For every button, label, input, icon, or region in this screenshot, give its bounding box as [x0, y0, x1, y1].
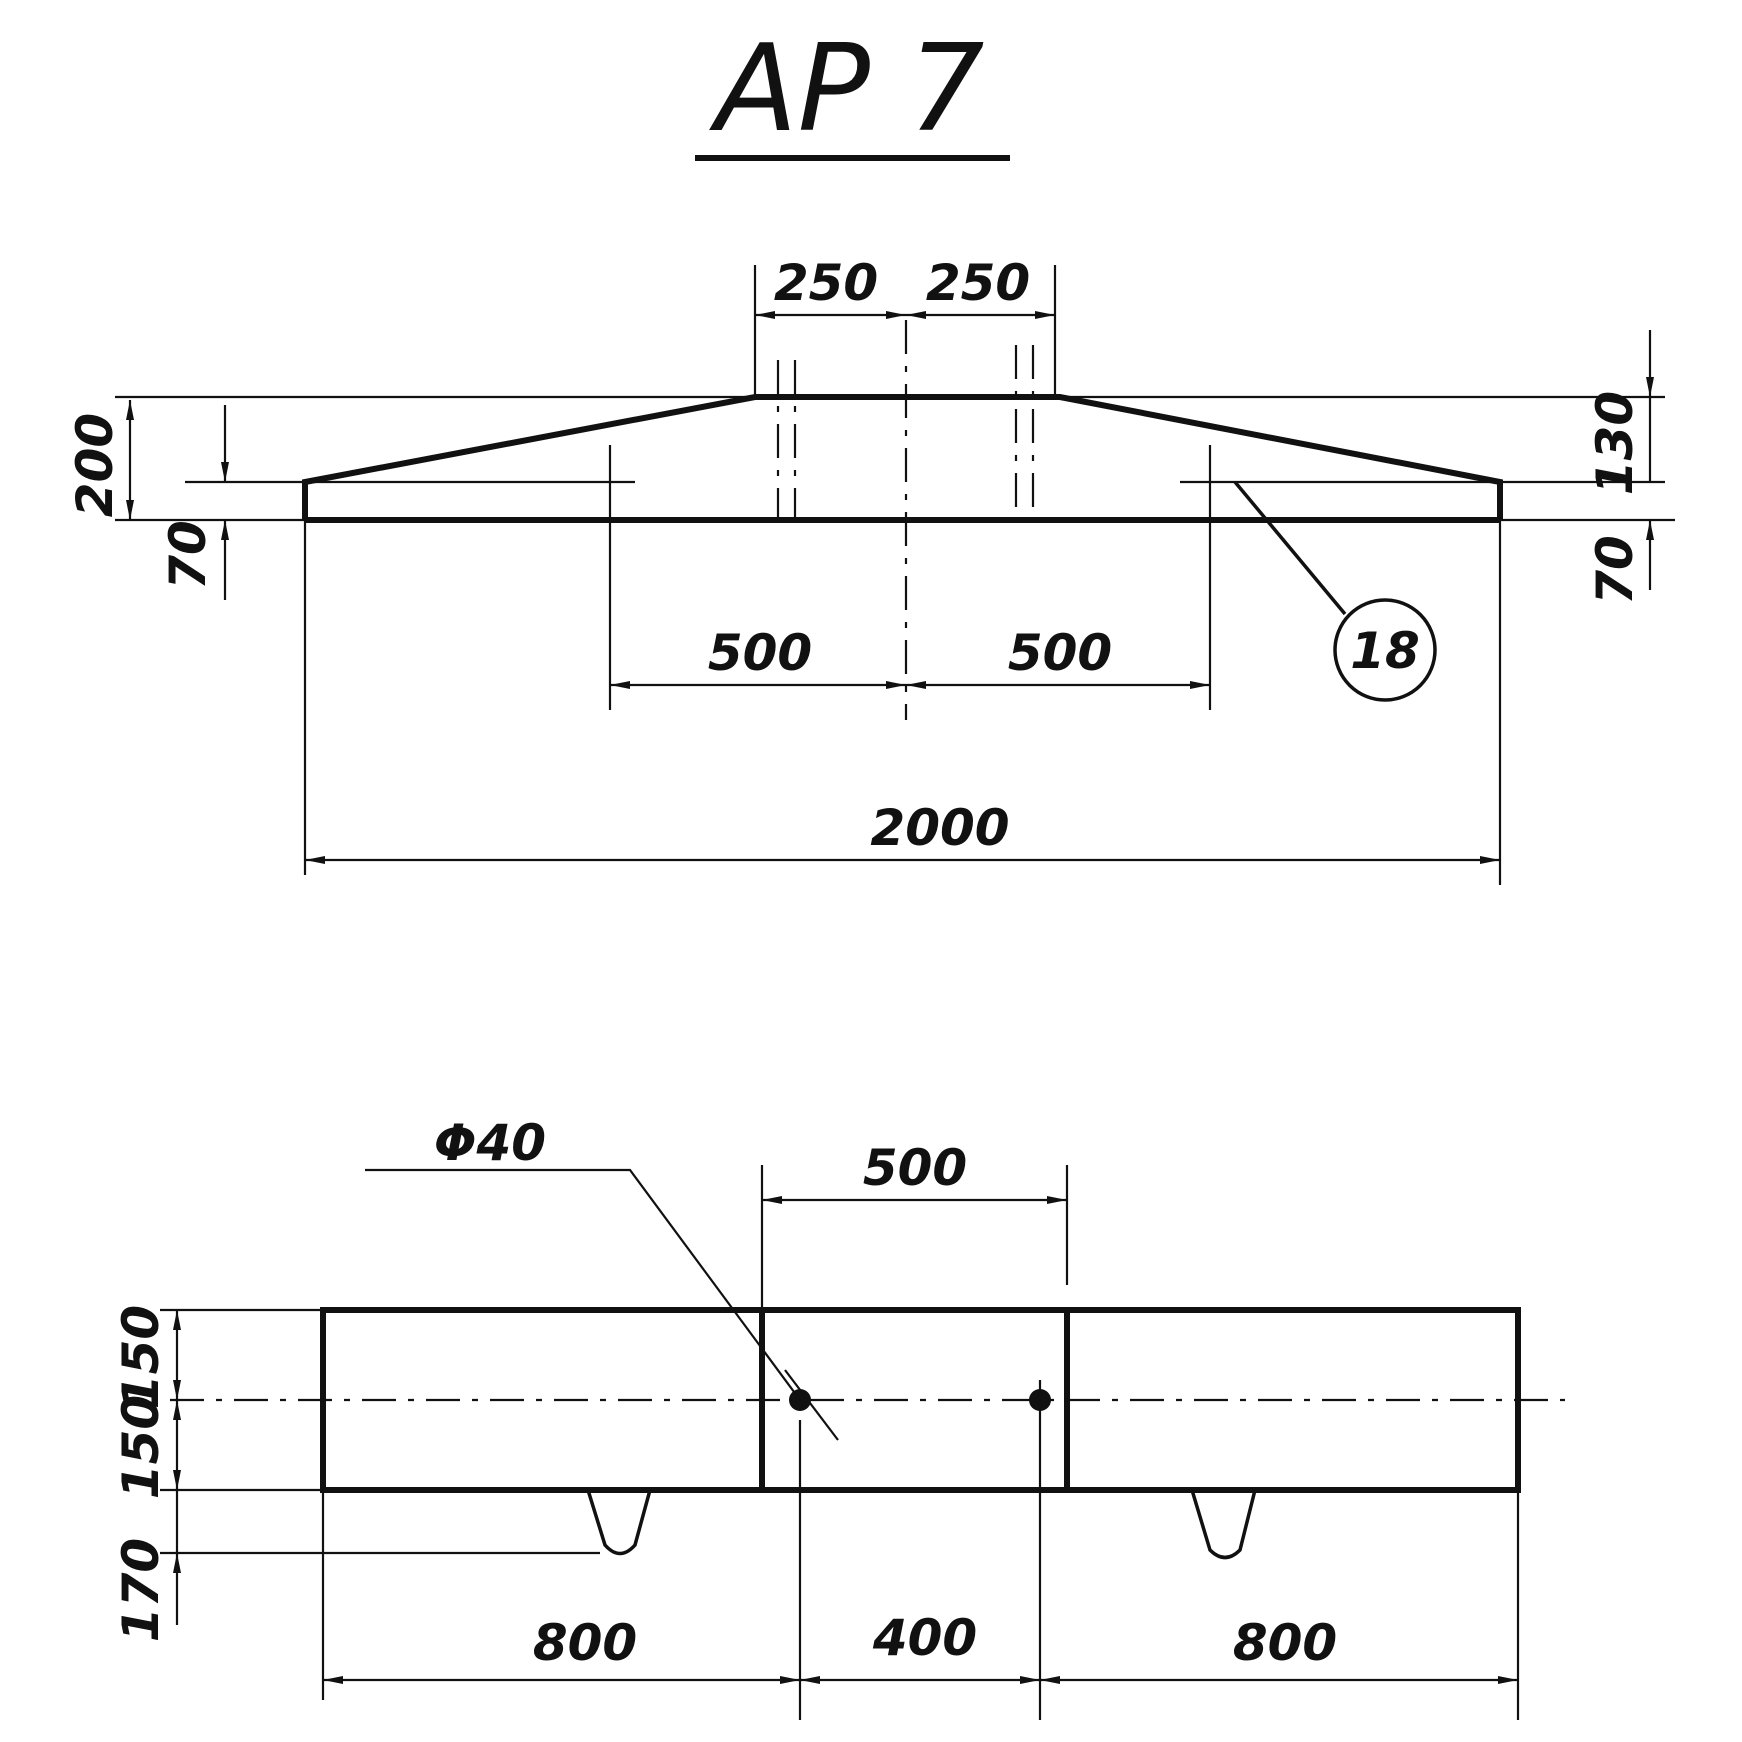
- dim-height-right-upper: 130: [1586, 391, 1644, 495]
- dim-plan-left: 800: [533, 1614, 637, 1672]
- dim-mid-left: 500: [708, 624, 812, 682]
- plan-view: Φ40 500 150 150 170 800 400 800: [112, 1114, 1565, 1720]
- dim-plan-top: 500: [863, 1139, 967, 1197]
- drawing-title: AP 7: [709, 20, 985, 159]
- dim-height-total: 200: [66, 413, 124, 517]
- callout-leader: [1233, 480, 1347, 616]
- dim-overall: 2000: [870, 799, 1009, 857]
- hole-label: Φ40: [434, 1114, 546, 1172]
- callout-circle: [1333, 598, 1437, 702]
- lug-left: [586, 1489, 652, 1556]
- dim-height-edge: 70: [159, 520, 217, 590]
- callout-number: 18: [1350, 622, 1420, 680]
- dim-top-right: 250: [926, 254, 1030, 312]
- elevation-outline: [302, 394, 1503, 520]
- dim-top-left: 250: [774, 254, 878, 312]
- dim-plan-lug: 170: [112, 1538, 170, 1642]
- dim-plan-right: 800: [1233, 1614, 1337, 1672]
- elevation-view: 250 250 200 70 130 70 500 500 2000 18: [66, 254, 1675, 885]
- dim-mid-right: 500: [1008, 624, 1112, 682]
- hole-leader: [365, 1168, 801, 1401]
- dim-plan-width-lower: 150: [112, 1395, 170, 1499]
- lug-right: [1190, 1489, 1257, 1560]
- dim-plan-center: 400: [872, 1609, 977, 1667]
- dim-height-right-lower: 70: [1586, 535, 1644, 605]
- dim-plan-width-upper: 150: [112, 1305, 170, 1409]
